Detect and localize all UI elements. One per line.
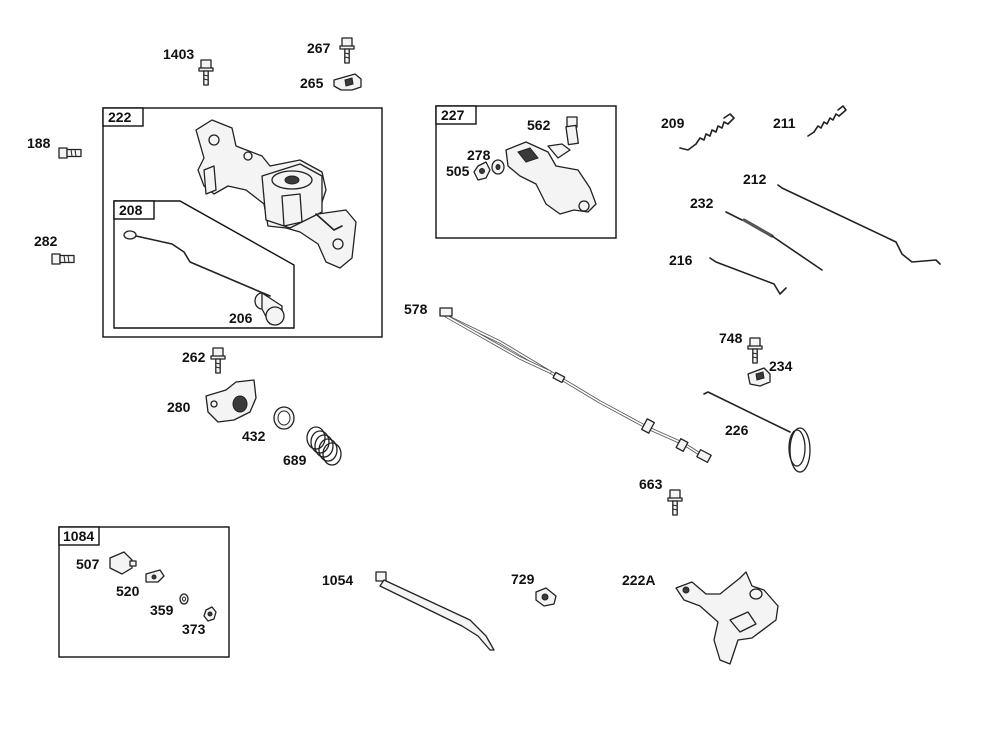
callout-729: 729 <box>511 571 535 587</box>
governor-bracket-assembly <box>195 119 357 269</box>
callout-232: 232 <box>690 195 714 211</box>
frame-1084: 1084 <box>58 526 230 658</box>
callout-262: 262 <box>182 349 206 365</box>
cable-tie-1054 <box>375 571 495 651</box>
rod-216 <box>709 257 787 295</box>
callout-282: 282 <box>34 233 58 249</box>
bolt-282 <box>51 253 75 265</box>
callout-280: 280 <box>167 399 191 415</box>
knob-206 <box>254 292 285 326</box>
callout-188: 188 <box>27 135 51 151</box>
callout-520: 520 <box>116 583 140 599</box>
washer-359 <box>179 593 189 605</box>
callout-373: 373 <box>182 621 206 637</box>
frame-208: 208 <box>113 200 295 329</box>
callout-689: 689 <box>283 452 307 468</box>
clip-234 <box>747 367 771 387</box>
callout-1403: 1403 <box>163 46 194 62</box>
frame-222: 222 <box>102 107 383 338</box>
frame-label-208: 208 <box>119 202 143 218</box>
callout-222A: 222A <box>622 572 655 588</box>
callout-216: 216 <box>669 252 693 268</box>
spring-211 <box>807 105 847 137</box>
cable-578 <box>439 307 712 463</box>
bracket-222A <box>675 571 779 665</box>
callout-748: 748 <box>719 330 743 346</box>
callout-211: 211 <box>773 115 796 131</box>
ring-432 <box>273 406 295 430</box>
bolt-267 <box>339 37 355 64</box>
bolt-562 <box>565 116 579 146</box>
terminal-520 <box>145 569 165 583</box>
bolt-262 <box>210 347 226 374</box>
clip-729 <box>535 587 557 607</box>
callout-562: 562 <box>527 117 551 133</box>
callout-432: 432 <box>242 428 266 444</box>
frame-label-227: 227 <box>441 107 465 123</box>
callout-359: 359 <box>150 602 174 618</box>
bolt-1403 <box>198 59 214 86</box>
rod-212 <box>777 184 941 265</box>
callout-278: 278 <box>467 147 491 163</box>
bolt-748 <box>747 337 763 364</box>
lever-assembly-227 <box>505 141 597 215</box>
callout-265: 265 <box>300 75 324 91</box>
callout-226: 226 <box>725 422 749 438</box>
callout-206: 206 <box>229 310 253 326</box>
callout-234: 234 <box>769 358 793 374</box>
rod-208 <box>123 230 271 297</box>
bolt-188 <box>58 147 82 159</box>
spring-689 <box>306 426 342 466</box>
callout-209: 209 <box>661 115 685 131</box>
clip-265 <box>333 73 362 91</box>
bracket-280 <box>205 379 257 423</box>
callout-1054: 1054 <box>322 572 353 588</box>
nut-505 <box>473 161 491 181</box>
rod-226 <box>703 391 811 473</box>
spring-209 <box>679 113 735 151</box>
switch-507 <box>109 551 137 575</box>
callout-212: 212 <box>743 171 767 187</box>
bolt-663 <box>667 489 683 516</box>
callout-578: 578 <box>404 301 428 317</box>
frame-227: 227 <box>435 105 617 239</box>
callout-507: 507 <box>76 556 100 572</box>
spring-232 <box>725 211 823 271</box>
frame-label-222: 222 <box>108 109 132 125</box>
frame-label-1084: 1084 <box>63 528 94 544</box>
callout-663: 663 <box>639 476 663 492</box>
callout-267: 267 <box>307 40 331 56</box>
callout-505: 505 <box>446 163 470 179</box>
washer-278-hole <box>495 164 501 170</box>
nut-373 <box>203 606 217 622</box>
